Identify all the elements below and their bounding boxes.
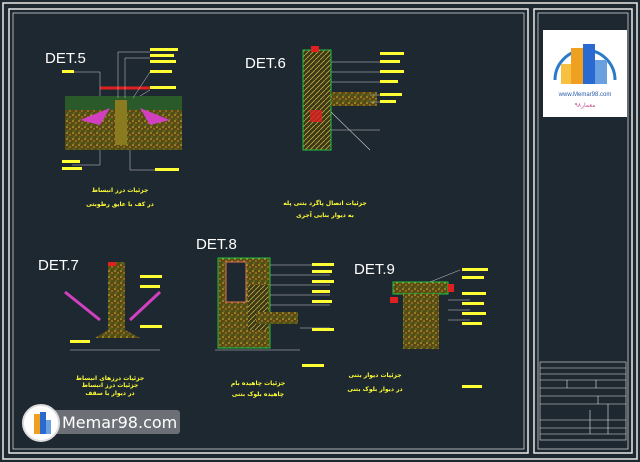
- detail-8: DET.8 جزئیات چاهیده بام چاهیده بلوک بتنی: [196, 236, 334, 398]
- title-block-table: [539, 361, 627, 441]
- watermark-background: [50, 410, 180, 434]
- detail-6-caption-line2: به دیوار بنایی آجری: [296, 210, 354, 219]
- logo-persian-name: معمار۹۸: [574, 102, 596, 109]
- detail-7-caption-line2: جزئیات درز انبساط: [82, 382, 139, 389]
- detail-9-caption-line1: جزئیات دیوار بتنی: [348, 372, 401, 379]
- detail-8-caption-line2: چاهیده بلوک بتنی: [232, 390, 284, 398]
- watermark-text: Memar98.com: [62, 413, 178, 432]
- detail-9: DET.9 جزئیات دیوار بتنی در دیوار بلوک بت…: [347, 261, 488, 393]
- detail-5-caption-line1: جزئیات درز انبساط: [92, 187, 149, 194]
- building-logo-icon: [553, 44, 617, 84]
- detail-6-caption-line1: جزئیات اتصال پاگرد بتنی پله: [283, 199, 366, 207]
- detail-5: DET.5 جزئیات درز انبساط در کف با عایق رط…: [45, 48, 182, 208]
- detail-8-title: DET.8: [196, 236, 237, 253]
- detail-5-caption-line2: در کف با عایق رطوبتی: [86, 201, 154, 208]
- detail-6: DET.6 جزئیات اتصال پاگرد بتنی پله به دیو…: [245, 46, 404, 219]
- title-block-logo: www.Memar98.com معمار۹۸: [543, 30, 627, 117]
- detail-7: DET.7 جزئیات درزهای انبساط جزئیات درز ان…: [38, 257, 162, 397]
- detail-7-caption-line3: در دیوار با سقف: [85, 390, 134, 397]
- detail-5-labels: [62, 48, 179, 171]
- detail-5-title: DET.5: [45, 50, 86, 67]
- detail-8-caption-line1: جزئیات چاهیده بام: [231, 380, 285, 387]
- detail-6-title: DET.6: [245, 55, 286, 72]
- detail-7-caption-line1: جزئیات درزهای انبساط: [76, 375, 144, 382]
- detail-9-title: DET.9: [354, 261, 395, 278]
- watermark: Memar98.com: [22, 404, 182, 442]
- watermark-logo-icon: [22, 404, 60, 442]
- detail-9-caption-line2: در دیوار بلوک بتنی: [347, 385, 402, 393]
- logo-url: www.Memar98.com: [558, 92, 612, 98]
- detail-7-title: DET.7: [38, 257, 79, 274]
